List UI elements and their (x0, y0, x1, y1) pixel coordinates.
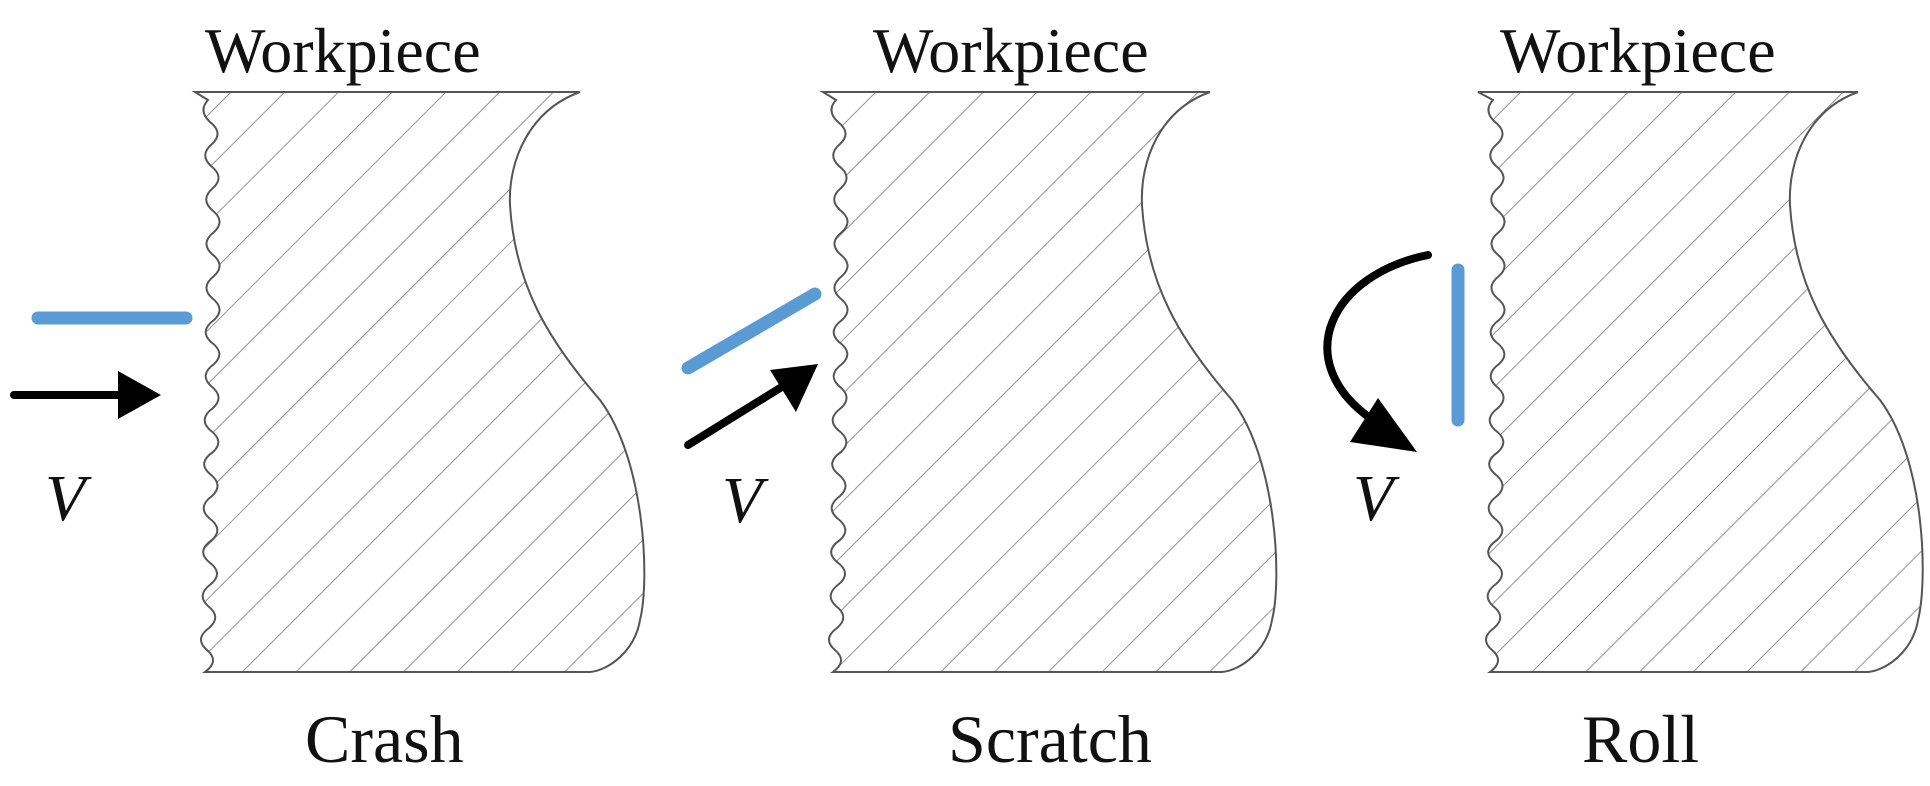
velocity-label-crash: V (45, 462, 92, 535)
velocity-arrowhead-scratch (770, 364, 818, 412)
panel-scratch: Workpiece V Scratch (681, 15, 1278, 777)
velocity-label-roll: V (1353, 462, 1400, 535)
panel-roll-caption: Roll (1582, 701, 1699, 777)
workpiece-crash (191, 91, 646, 673)
rotation-arrow-roll (1323, 251, 1432, 422)
panel-crash-title: Workpiece (205, 15, 481, 86)
panel-scratch-caption: Scratch (948, 701, 1152, 777)
panel-crash: Workpiece V Crash (10, 15, 646, 777)
panel-roll-title: Workpiece (1500, 15, 1776, 86)
panel-crash-caption: Crash (305, 701, 464, 777)
rotation-arrowhead-roll (1350, 398, 1417, 452)
velocity-arrowhead-crash (118, 371, 161, 419)
velocity-label-scratch: V (722, 464, 769, 537)
panel-roll: Workpiece V Roll (1323, 15, 1924, 777)
workpiece-scratch (819, 91, 1278, 673)
panel-scratch-title: Workpiece (873, 15, 1149, 86)
velocity-arrow-scratch (684, 381, 789, 449)
workpiece-roll (1477, 91, 1924, 673)
particle-scratch (681, 287, 822, 375)
